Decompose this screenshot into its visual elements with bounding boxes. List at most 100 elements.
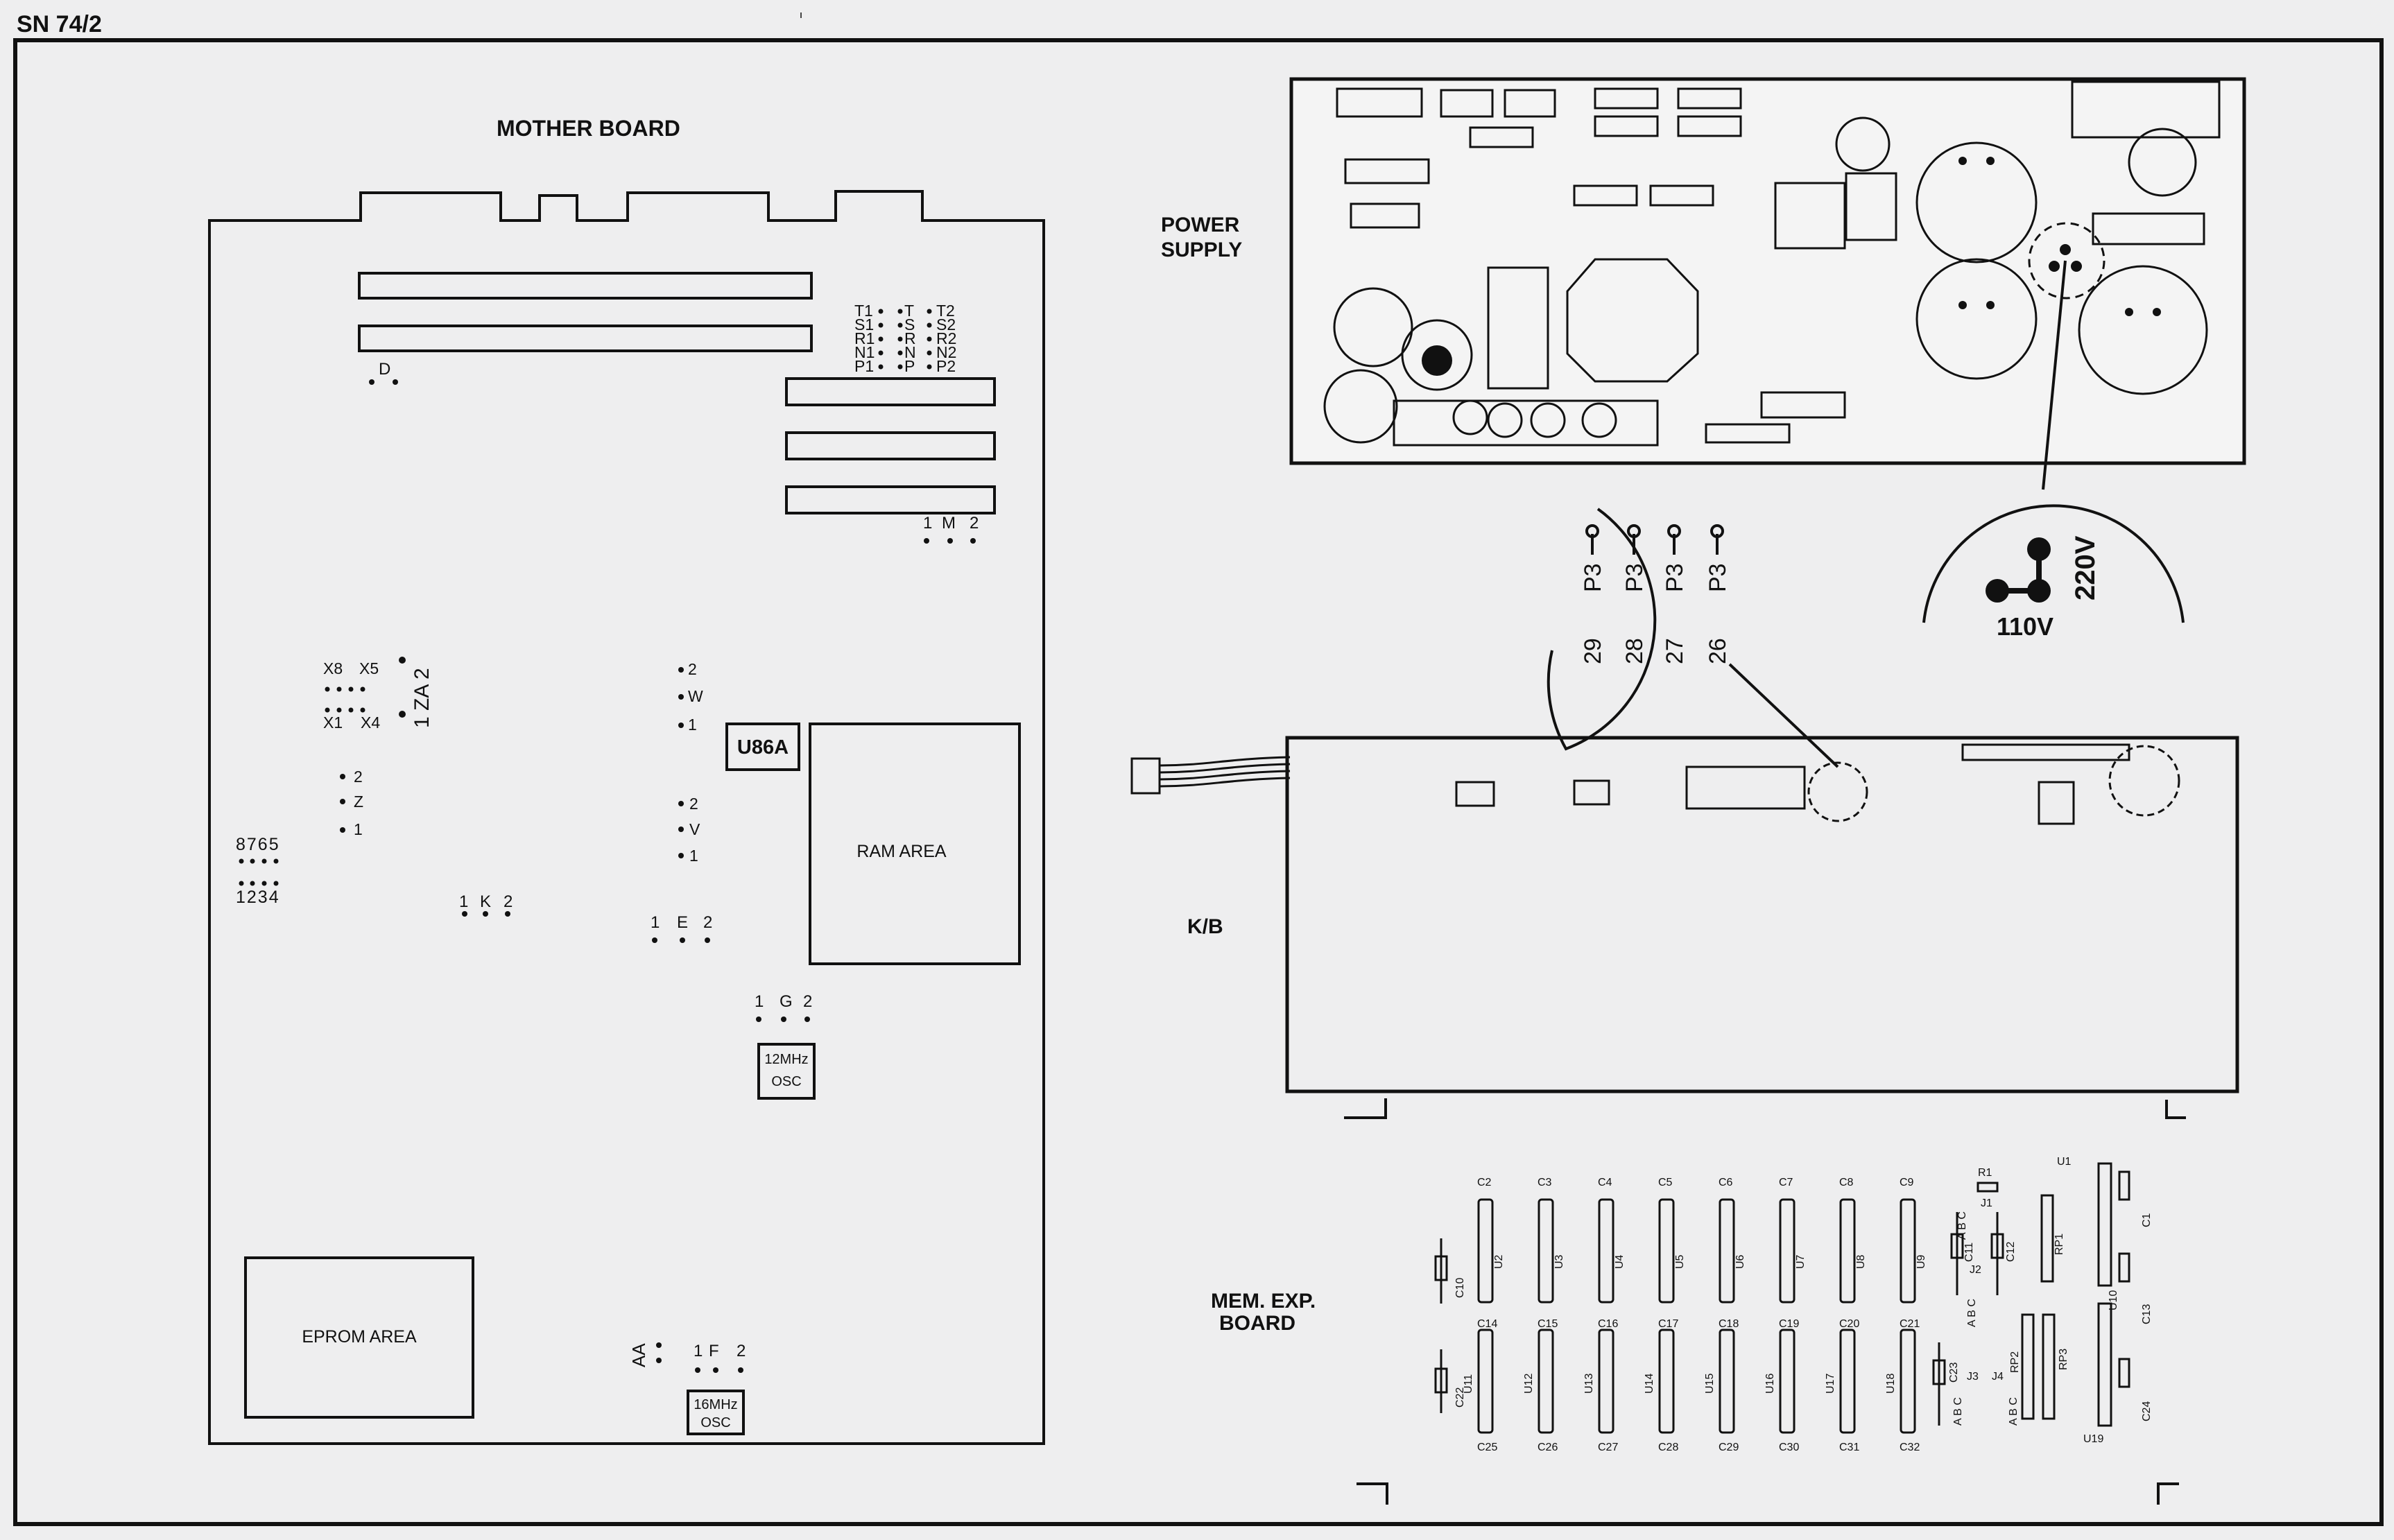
chip-label: U6: [1734, 1254, 1746, 1269]
voltage-220-label: 220V: [2070, 535, 2101, 600]
p3-label: P3: [1705, 563, 1731, 592]
svg-text:2: 2: [703, 913, 712, 932]
pin-label: N: [904, 343, 916, 361]
chip-label: C25: [1477, 1442, 1497, 1453]
mother-board-title: MOTHER BOARD: [497, 116, 680, 141]
svg-text:C12: C12: [2005, 1242, 2017, 1262]
ram-area: [809, 723, 1021, 965]
svg-text:1: 1: [923, 514, 932, 533]
svg-text:1: 1: [694, 1342, 703, 1360]
osc-12mhz: [757, 1043, 816, 1100]
pin-label: R2: [936, 329, 956, 347]
memory-chip: [1658, 1329, 1675, 1434]
jumper-za-pins: [399, 657, 406, 718]
power-supply-components: [1323, 80, 2221, 447]
chip-label: C18: [1719, 1318, 1739, 1330]
svg-text:C1: C1: [2141, 1213, 2153, 1227]
chip-label: U11: [1463, 1374, 1474, 1394]
svg-text:Z: Z: [354, 793, 363, 811]
osc-12mhz-freq: 12MHz: [764, 1052, 808, 1067]
jumper-g: 1 G 2: [755, 992, 812, 1022]
svg-text:C23: C23: [1948, 1362, 1960, 1383]
pin-label: N2: [936, 343, 956, 361]
chip-label: C14: [1477, 1318, 1497, 1330]
jumper-f: 1 F 2: [694, 1342, 746, 1373]
svg-text:U19: U19: [2083, 1433, 2103, 1445]
chip-label: C15: [1538, 1318, 1558, 1330]
pin-label: P1: [854, 357, 874, 375]
connector-slot-3: [785, 485, 996, 514]
eprom-area: [244, 1256, 474, 1419]
svg-text:1234: 1234: [236, 888, 280, 907]
chip-label: U2: [1493, 1254, 1505, 1269]
memory-chip: [1538, 1198, 1554, 1304]
chip-label: C32: [1900, 1442, 1920, 1453]
chip-label: C26: [1538, 1442, 1558, 1453]
svg-text:2: 2: [970, 514, 979, 533]
svg-text:E: E: [677, 913, 688, 932]
p3-pin: 28: [1621, 638, 1648, 664]
svg-text:1: 1: [755, 992, 764, 1011]
chip-label: U13: [1583, 1374, 1595, 1394]
pin-label: P2: [936, 357, 956, 375]
p3-labels: P3 29 P3 28 P3 27 P3 26: [1580, 563, 1731, 664]
chip-label: U7: [1795, 1254, 1807, 1269]
svg-text:1: 1: [689, 847, 698, 865]
jumper-d-pins: [369, 379, 398, 385]
pin-label: R: [904, 329, 916, 347]
jumper-aa-label: AA: [628, 1343, 649, 1367]
mem-exp-label-2: BOARD: [1219, 1312, 1295, 1335]
power-supply: POWER SUPPLY: [1161, 77, 2246, 465]
p3-label: P3: [1662, 563, 1688, 592]
osc-12mhz-label: OSC: [771, 1074, 801, 1089]
memory-chip: [1719, 1198, 1735, 1304]
chip-label: U18: [1885, 1374, 1897, 1394]
chip-label: C4: [1598, 1177, 1612, 1188]
chip-label: C5: [1658, 1177, 1673, 1188]
kb-label: K/B: [1187, 915, 1223, 938]
kb-corner-mark: [1344, 1098, 1387, 1119]
chip-label: U15: [1704, 1374, 1716, 1394]
svg-text:J3: J3: [1967, 1371, 1979, 1383]
svg-text:C11: C11: [1963, 1243, 1975, 1262]
chip-label: U17: [1825, 1374, 1836, 1394]
sheet-border: [13, 38, 2384, 1526]
voltage-110-label: 110V: [1997, 612, 2053, 641]
jumper-e: 1 E 2: [651, 913, 712, 943]
connector-slot-1: [785, 377, 996, 406]
chip-label: U12: [1523, 1374, 1535, 1394]
voltage-leader-line: [2042, 260, 2067, 490]
keyboard-board: K/B: [1130, 736, 2239, 1119]
p3-detail-arc: [1547, 508, 1657, 751]
svg-text:C13: C13: [2141, 1304, 2153, 1324]
chip-label: C2: [1477, 1177, 1492, 1188]
p3-pin: 26: [1705, 638, 1731, 664]
svg-text:2: 2: [803, 992, 812, 1011]
chip-label: C3: [1538, 1177, 1552, 1188]
chip-label: C27: [1598, 1442, 1618, 1453]
svg-text:2: 2: [354, 768, 363, 786]
u86a-chip: [725, 723, 800, 771]
jumper-block-tsrnp: T1 T T2 S1 S S2 R1 R R2 N1 N N2 P1 P P2: [854, 302, 956, 375]
jumper-8765-1234: 8765 1234: [236, 835, 280, 907]
memory-chip: [1477, 1329, 1494, 1434]
memory-chip: [1477, 1198, 1494, 1304]
mem-exp-side-components: [1434, 1162, 2130, 1427]
chip-label: C29: [1719, 1442, 1739, 1453]
jumper-k: 1 K 2: [459, 892, 513, 917]
pin-label: S: [904, 315, 915, 334]
pin-label: S1: [854, 315, 874, 334]
svg-text:8765: 8765: [236, 835, 280, 854]
memory-chip-array: C2U2C14U11C25C3U3C15U12C26C4U4C16U13C27C…: [1463, 1177, 1927, 1453]
chip-label: C8: [1839, 1177, 1854, 1188]
power-supply-label-2: SUPPLY: [1161, 239, 1242, 261]
chip-label: U5: [1674, 1254, 1686, 1269]
svg-text:J4: J4: [1992, 1371, 2004, 1383]
eprom-area-label: EPROM AREA: [302, 1327, 417, 1347]
mem-corner-mark: [1357, 1482, 1388, 1505]
pin-label: P: [904, 357, 915, 375]
svg-text:C10: C10: [1454, 1278, 1466, 1298]
voltage-selector-detail: 220V 110V: [1922, 504, 2185, 641]
